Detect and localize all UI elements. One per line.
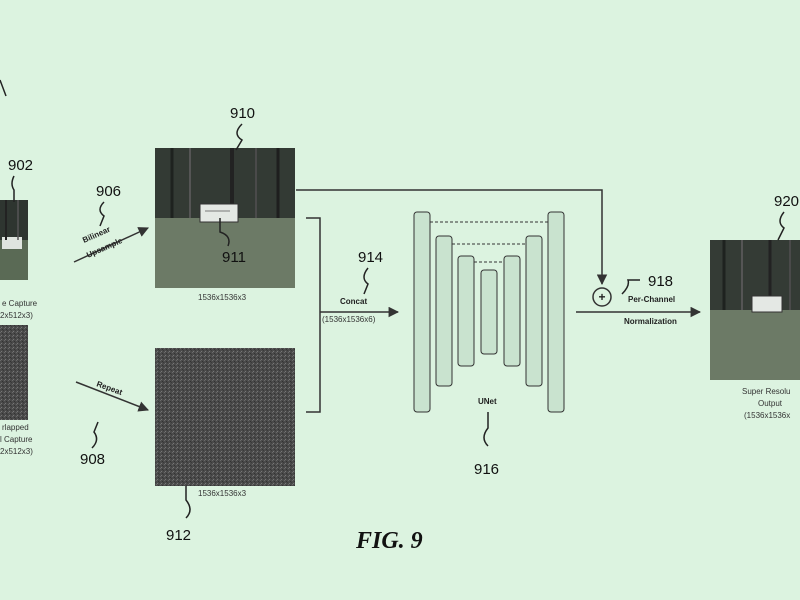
ref-908-leader bbox=[91, 421, 99, 449]
ref-908: 908 bbox=[80, 451, 105, 468]
ref-911: 911 bbox=[222, 249, 246, 266]
overlapped-label-3: 2x512x3) bbox=[0, 447, 33, 456]
ref-920: 920 bbox=[774, 193, 799, 210]
sr-label-1: Super Resolu bbox=[742, 387, 790, 396]
ref-916-leader bbox=[483, 412, 489, 447]
concat-bracket bbox=[306, 217, 321, 413]
figure-caption: FIG. 9 bbox=[355, 528, 423, 554]
ref-916: 916 bbox=[474, 461, 499, 478]
ref-912: 912 bbox=[166, 527, 191, 544]
concat-label-2: (1536x1536x6) bbox=[322, 315, 376, 324]
ref-902-leader bbox=[11, 175, 15, 202]
ref-920-leader bbox=[777, 211, 785, 241]
input-capture-image bbox=[0, 200, 28, 280]
ref-902: 902 bbox=[8, 157, 33, 174]
size-912: 1536x1536x3 bbox=[198, 489, 247, 498]
overlapped-label-1: rlapped bbox=[2, 423, 29, 432]
upsampled-image bbox=[155, 148, 295, 288]
ref-918-leader bbox=[621, 279, 640, 295]
norm-label-2: Normalization bbox=[624, 317, 677, 326]
ref-910: 910 bbox=[230, 105, 255, 122]
add-node-plus: + bbox=[598, 290, 605, 304]
skip-connection-arrow bbox=[296, 189, 608, 286]
ref-906: 906 bbox=[96, 183, 121, 200]
ref-918: 918 bbox=[648, 273, 673, 290]
ref-910-leader bbox=[235, 123, 244, 151]
overlapped-label-2: l Capture bbox=[0, 435, 33, 444]
add-node bbox=[592, 287, 612, 307]
ref-912-leader bbox=[185, 486, 191, 519]
super-resolution-output-image bbox=[710, 240, 800, 380]
repeated-image bbox=[155, 348, 295, 486]
sr-label-3: (1536x1536x bbox=[744, 411, 790, 420]
overlapped-capture-image bbox=[0, 325, 28, 420]
norm-label-1: Per-Channel bbox=[628, 295, 675, 304]
unet-label: UNet bbox=[478, 397, 497, 406]
corner-arrow bbox=[0, 79, 7, 97]
capture-label-2: 2x512x3) bbox=[0, 311, 33, 320]
ref-914-leader bbox=[363, 267, 369, 295]
ref-906-leader bbox=[99, 201, 105, 227]
ref-914: 914 bbox=[358, 249, 383, 266]
concat-label-1: Concat bbox=[340, 297, 367, 306]
repeat-arrow bbox=[75, 381, 149, 412]
sr-label-2: Output bbox=[758, 399, 783, 408]
unet-block bbox=[413, 211, 565, 413]
capture-label-1: e Capture bbox=[2, 299, 38, 308]
upsample-arrow bbox=[73, 227, 149, 263]
size-910: 1536x1536x3 bbox=[198, 293, 247, 302]
ref-911-leader bbox=[219, 218, 230, 247]
